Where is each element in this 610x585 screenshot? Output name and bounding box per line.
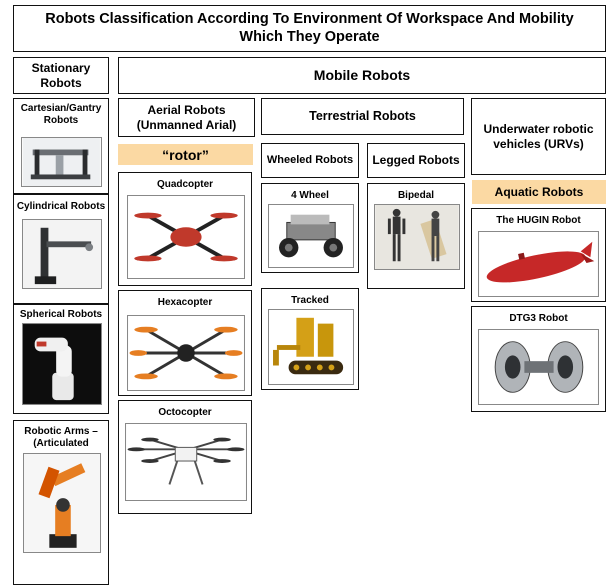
tracked-label: Tracked [291, 295, 329, 306]
cartesian-gantry-label: Cartesian/Gantry Robots [20, 103, 102, 126]
legged-robots-header: Legged Robots [367, 143, 465, 178]
rotor-tag: “rotor” [118, 144, 253, 165]
stationary-robots-header: Stationary Robots [13, 57, 109, 94]
aquatic-robots-tag: Aquatic Robots [472, 180, 606, 204]
hugin-robot-label: The HUGIN Robot [496, 215, 581, 226]
hexacopter-label: Hexacopter [157, 297, 213, 308]
hexacopter-box: Hexacopter [118, 290, 252, 396]
hugin-robot-image [478, 231, 599, 297]
octocopter-image [125, 423, 247, 501]
quadcopter-box: Quadcopter [118, 172, 252, 286]
dtg3-robot-box: DTG3 Robot [471, 306, 606, 412]
four-wheel-box: 4 Wheel [261, 183, 359, 273]
bipedal-robot-image [374, 204, 460, 270]
quadcopter-label: Quadcopter [156, 179, 214, 190]
diagram-title-text: Robots Classification According To Envir… [45, 11, 574, 45]
aerial-robots-header: Aerial Robots (Unmanned Arial) [118, 98, 255, 137]
tracked-box: Tracked [261, 288, 359, 390]
diagram-title: Robots Classification According To Envir… [13, 5, 606, 52]
gantry-robot-image [21, 137, 102, 187]
underwater-robots-header: Underwater robotic vehicles (URVs) [471, 98, 606, 175]
octocopter-label: Octocopter [158, 407, 212, 418]
four-wheel-robot-image [268, 204, 354, 268]
dtg3-robot-image [478, 329, 599, 405]
hugin-robot-box: The HUGIN Robot [471, 208, 606, 302]
cartesian-gantry-box: Cartesian/Gantry Robots [13, 98, 109, 194]
four-wheel-label: 4 Wheel [291, 190, 329, 201]
spherical-box: Spherical Robots [13, 304, 109, 414]
spherical-robot-image [22, 323, 102, 405]
cylindrical-robot-image [22, 219, 102, 289]
spherical-label: Spherical Robots [19, 309, 103, 320]
dtg3-robot-label: DTG3 Robot [509, 313, 568, 324]
articulated-arm-image [23, 453, 101, 553]
hexacopter-image [127, 315, 245, 391]
tracked-robot-image [268, 309, 354, 385]
bipedal-label: Bipedal [397, 190, 435, 201]
octocopter-box: Octocopter [118, 400, 252, 514]
articulated-arm-box: Robotic Arms – (Articulated [13, 420, 109, 585]
articulated-arm-label: Robotic Arms – (Articulated [24, 426, 98, 449]
terrestrial-robots-header: Terrestrial Robots [261, 98, 464, 135]
cylindrical-box: Cylindrical Robots [13, 194, 109, 304]
bipedal-box: Bipedal [367, 183, 465, 289]
quadcopter-image [127, 195, 245, 279]
cylindrical-label: Cylindrical Robots [16, 201, 106, 212]
mobile-robots-header: Mobile Robots [118, 57, 606, 94]
wheeled-robots-header: Wheeled Robots [261, 143, 359, 178]
